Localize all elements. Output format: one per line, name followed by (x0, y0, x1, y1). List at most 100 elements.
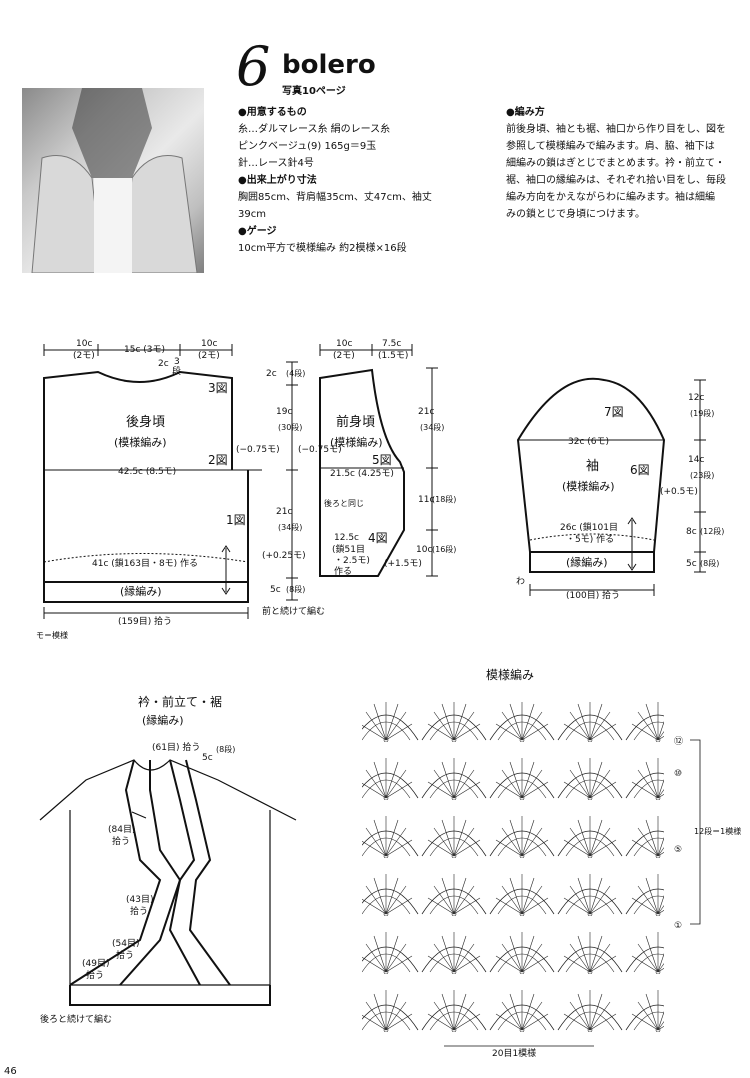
collar-continue: 後ろと続けて編む (40, 1013, 112, 1025)
sleeve-r2: 14c (688, 455, 704, 465)
fig-5-label: 5図 (372, 453, 392, 467)
back-foundation: 41c (鎖163目・8モ) 作る (92, 557, 198, 569)
back-neck-depth: 2c (158, 359, 169, 369)
sleeve-r4-rows: (8段) (700, 558, 719, 568)
gauge-text: 10cm平方で模様編み 約2模様×16段 (238, 243, 407, 254)
stitch-repeat: 20目1模様 (492, 1047, 536, 1059)
back-title: 後身頃 (126, 414, 165, 430)
materials-hook: 針…レース針4号 (238, 158, 314, 169)
back-width: 42.5c (8.5モ) (118, 467, 176, 477)
front-r3: 10c (416, 545, 432, 555)
collar-pattern: (縁編み) (142, 713, 184, 727)
collar-diagram: 衿・前立て・裾 (縁編み) (61目) 拾う 5c (8段) (84目) 拾う … (39, 694, 297, 1025)
back-top-motif-1: (2モ) (73, 351, 95, 361)
materials-color: ピンクベージュ(9) 165g＝9玉 (238, 141, 377, 152)
collar-pick-49: (49目) (82, 958, 109, 969)
front-top-motif-2: (1.5モ) (378, 351, 408, 361)
sleeve-r4: 5c (686, 559, 697, 569)
side-m3-rows: (34段) (278, 522, 302, 532)
front-r2: 11c (418, 495, 434, 505)
motif-legend: モ＝模様 (36, 630, 68, 640)
gauge-heading: ●ゲージ (238, 226, 277, 237)
sleeve-width: 32c (6モ) (568, 437, 609, 447)
bolero-photo (22, 88, 204, 273)
materials-yarn: 糸…ダルマレース糸 絹のレース糸 (238, 124, 391, 135)
back-top-width-2: 10c (201, 339, 217, 349)
side-m4: 5c (270, 585, 281, 595)
front-r2-rows: (18段) (432, 494, 456, 504)
continue-front: 前と続けて編む (262, 605, 325, 617)
front-top-width-2: 7.5c (382, 339, 401, 349)
back-pickup: (159目) 拾う (118, 615, 172, 627)
collar-pick-54: (54目) (112, 938, 139, 949)
howto-line: 編み方向をかえながらわに編みます。袖は細編 (506, 192, 715, 203)
pattern-title: bolero (282, 50, 376, 80)
fig-2-label: 2図 (208, 453, 228, 467)
side-m4-rows: (8段) (286, 584, 305, 594)
materials-block: ●用意するもの 糸…ダルマレース糸 絹のレース糸 ピンクベージュ(9) 165g… (238, 104, 498, 257)
sleeve-r1-rows: (19段) (690, 408, 714, 418)
front-r3-rows: (16段) (432, 544, 456, 554)
side-m1: 2c (266, 369, 277, 379)
sleeve-border: (縁編み) (566, 555, 608, 569)
front-foundation-4: 作る (334, 565, 352, 577)
back-top-width-1: 10c (76, 339, 92, 349)
howto-line: 参照して模様編みで編みます。肩、脇、袖下は (506, 141, 715, 152)
collar-pick-84: (84目) (108, 824, 135, 835)
collar-5c-rows: (8段) (216, 744, 235, 754)
front-title: 前身頃 (336, 414, 375, 430)
fig-6-label: 6図 (630, 463, 650, 477)
sleeve-pattern: (模様編み) (562, 479, 615, 493)
fig-3-label: 3図 (208, 381, 228, 395)
howto-block: ●編み方 前後身頃、袖とも裾、袖口から作り目をし、図を 参照して模様編みで編みま… (506, 104, 746, 223)
howto-heading: ●編み方 (506, 107, 545, 118)
collar-pick-61: (61目) 拾う (152, 741, 200, 753)
fig-7-label: 7図 (604, 405, 624, 419)
front-foundation-3: ・2.5モ) (334, 556, 370, 566)
size-text: 胸囲85cm、背肩幅35cm、丈47cm、袖丈 (238, 192, 432, 203)
howto-line: 裾、袖口の縁編みは、それぞれ拾い目をし、毎段 (506, 175, 726, 186)
front-top-width-1: 10c (336, 339, 352, 349)
fig-1-label: 1図 (226, 513, 246, 527)
back-top-motif-2: (2モ) (198, 351, 220, 361)
sleeve-increase: (+0.5モ) (660, 487, 698, 497)
sleeve-r3: 8c (686, 527, 697, 537)
page-number: 46 (4, 1066, 17, 1077)
front-width: 21.5c (4.25モ) (330, 469, 394, 479)
front-foundation-2: (鎖51目 (332, 543, 365, 555)
stitch-chart: ⑫ ⑩ ⑤ ① 12段＝1模様 20目1模様 (362, 702, 741, 1059)
sleeve-pickup: (100目) 拾う (566, 589, 620, 601)
fig-4-label: 4図 (368, 531, 388, 545)
size-heading: ●出来上がり寸法 (238, 175, 317, 186)
back-pattern: (模様編み) (114, 435, 167, 449)
row-10: ⑩ (674, 769, 682, 779)
howto-line: みの鎖とじで身頃につけます。 (506, 209, 645, 220)
row-1: ① (674, 921, 682, 931)
back-neck-rows-unit: 段 (172, 365, 181, 377)
back-decrease: (−0.75モ) (236, 445, 280, 455)
schematic-diagram: 10c (2モ) 15c (3モ) 10c (2モ) 2c 3 段 3図 後身頃… (36, 339, 724, 640)
howto-line: 前後身頃、袖とも裾、袖口から作り目をし、図を (506, 124, 726, 135)
front-top-motif-1: (2モ) (333, 351, 355, 361)
collar-pick-54-b: 拾う (116, 949, 134, 961)
back-neck-width: 15c (3モ) (124, 345, 165, 355)
front-pattern: (模様編み) (330, 435, 383, 449)
sleeve-foundation: 26c (鎖101目 (560, 521, 618, 533)
back-neck-rows: 3 (174, 357, 180, 367)
photo-reference: 写真10ページ (282, 86, 346, 97)
side-increase: (+0.25モ) (262, 551, 306, 561)
sleeve-ring: わ (516, 576, 525, 587)
howto-line: 細編みの鎖はぎとじでまとめます。衿・前立て・ (506, 158, 725, 169)
side-m2: 19c (276, 407, 292, 417)
collar-pick-49-b: 拾う (86, 969, 104, 981)
pattern-number: 6 (236, 35, 271, 98)
collar-pick-43: (43目) (126, 894, 153, 905)
sleeve-r2-rows: (23段) (690, 470, 714, 480)
collar-pick-84-b: 拾う (112, 835, 130, 847)
size-text-2: 39cm (238, 209, 266, 220)
collar-title: 衿・前立て・裾 (138, 694, 222, 709)
front-r1-rows: (34段) (420, 422, 444, 432)
rows-per-motif: 12段＝1模様 (694, 826, 741, 836)
side-m3: 21c (276, 507, 292, 517)
sleeve-foundation-2: ・5モ) 作る (566, 533, 614, 545)
